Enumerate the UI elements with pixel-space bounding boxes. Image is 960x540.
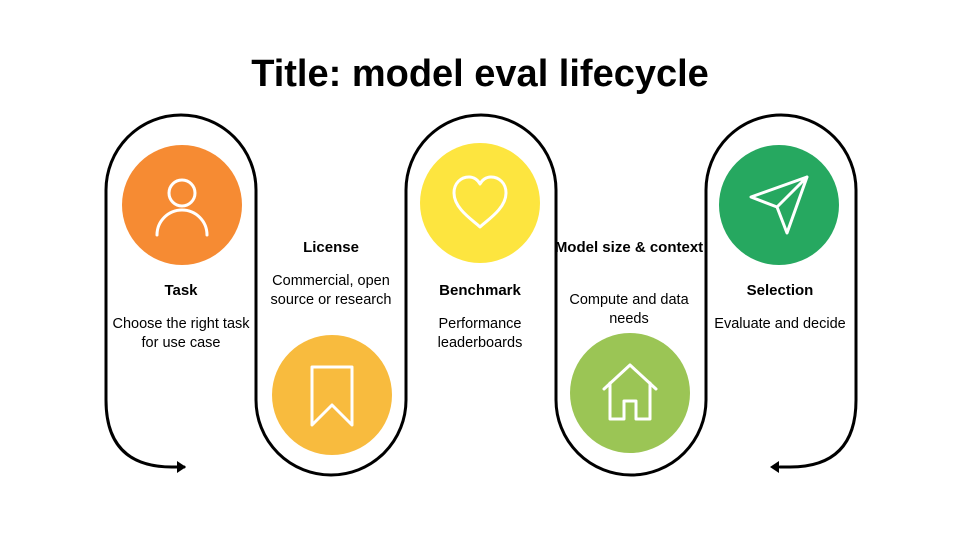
page-title: Title: model eval lifecycle: [251, 53, 709, 95]
step-task-description: Choose the right task for use case: [112, 316, 250, 351]
send-icon: [749, 175, 809, 235]
step-selection-description: Evaluate and decide: [714, 316, 846, 332]
user-icon: [155, 178, 209, 237]
bookmark-icon: [310, 365, 354, 427]
heart-icon: [452, 175, 508, 229]
step-benchmark-circle: [420, 143, 540, 263]
end-arrow-head: [770, 461, 779, 473]
step-benchmark-title: Benchmark: [439, 282, 521, 299]
step-model-size-circle: [570, 333, 690, 453]
step-selection-title: Selection: [746, 282, 814, 299]
step-task-title: Task: [164, 282, 198, 299]
serpentine-path: [104, 113, 858, 477]
step-license-description: Commercial, open source or research: [270, 273, 392, 308]
start-arrow-head: [177, 461, 186, 473]
step-task-circle: [122, 145, 242, 265]
step-model-size-title: Model size & context: [554, 239, 704, 256]
step-benchmark-description: Performance leaderboards: [437, 316, 523, 351]
home-icon: [602, 363, 658, 421]
step-model-size-description: Compute and data needs: [569, 292, 689, 327]
step-license-title: License: [303, 239, 359, 256]
step-selection-circle: [719, 145, 839, 265]
step-license-circle: [272, 335, 392, 455]
